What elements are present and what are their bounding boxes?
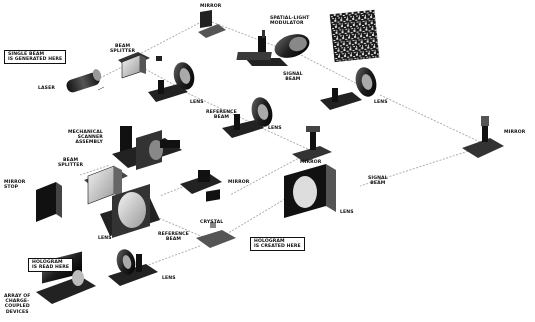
label-reference-beam-top: REFERENCE BEAM	[206, 110, 237, 120]
beam-lens-to-right-mirror	[380, 95, 480, 142]
label-signal-beam-top: SIGNAL BEAM	[283, 72, 303, 82]
lens-lower-right-component	[284, 164, 336, 218]
label-beam-splitter-top: BEAM SPLITTER	[110, 44, 135, 54]
lens-bottom-component	[108, 247, 158, 286]
label-single-beam: SINGLE BEAM IS GENERATED HERE	[4, 50, 66, 64]
label-beam-splitter-mid: BEAM SPLITTER	[58, 158, 83, 168]
label-lens-mid: LENS	[268, 126, 282, 131]
label-lens-upper: LENS	[190, 100, 204, 105]
label-ccd: ARRAY OF CHARGE- COUPLED DEVICES	[4, 294, 31, 315]
label-mirror-stage: MIRROR	[300, 160, 321, 165]
label-crystal: CRYSTAL	[200, 220, 223, 225]
label-lens-bottom: LENS	[162, 276, 176, 281]
label-lens-slm: LENS	[374, 100, 388, 105]
lens-upper-component	[148, 60, 197, 102]
label-mirror-right: MIRROR	[504, 130, 525, 135]
label-hologram-created: HOLOGRAM IS CREATED HERE	[250, 237, 305, 251]
label-lens-lower-right: LENS	[340, 210, 354, 215]
label-lens-left: LENS	[98, 236, 112, 241]
lens-slm-component	[320, 65, 380, 110]
mirror-right-component	[462, 116, 504, 158]
laser-component	[65, 68, 103, 94]
label-mirror-top: MIRROR	[200, 4, 221, 9]
beam-crystal-to-lens	[140, 246, 200, 268]
mechanical-scanner-component	[112, 126, 182, 170]
crystal-component	[196, 189, 236, 248]
label-mechanical-scanner: MECHANICAL SCANNER ASSEMBLY	[68, 130, 103, 146]
label-mirror-stop: MIRROR STOP	[4, 180, 25, 190]
label-hologram-read: HOLOGRAM IS READ HERE	[28, 258, 73, 272]
label-signal-beam-lower: SIGNAL BEAM	[368, 176, 388, 186]
beam-splitter-to-mirror	[132, 20, 205, 58]
mirror-stage-component	[292, 126, 332, 162]
label-laser: LASER	[38, 86, 55, 91]
label-mirror-center: MIRROR	[228, 180, 249, 185]
label-reference-beam-lower: REFERENCE BEAM	[158, 232, 189, 242]
label-slm: SPATIAL-LIGHT MODULATOR	[270, 16, 309, 26]
beam-lens-to-mirror	[255, 125, 310, 150]
mirror-stop-component	[36, 182, 62, 222]
